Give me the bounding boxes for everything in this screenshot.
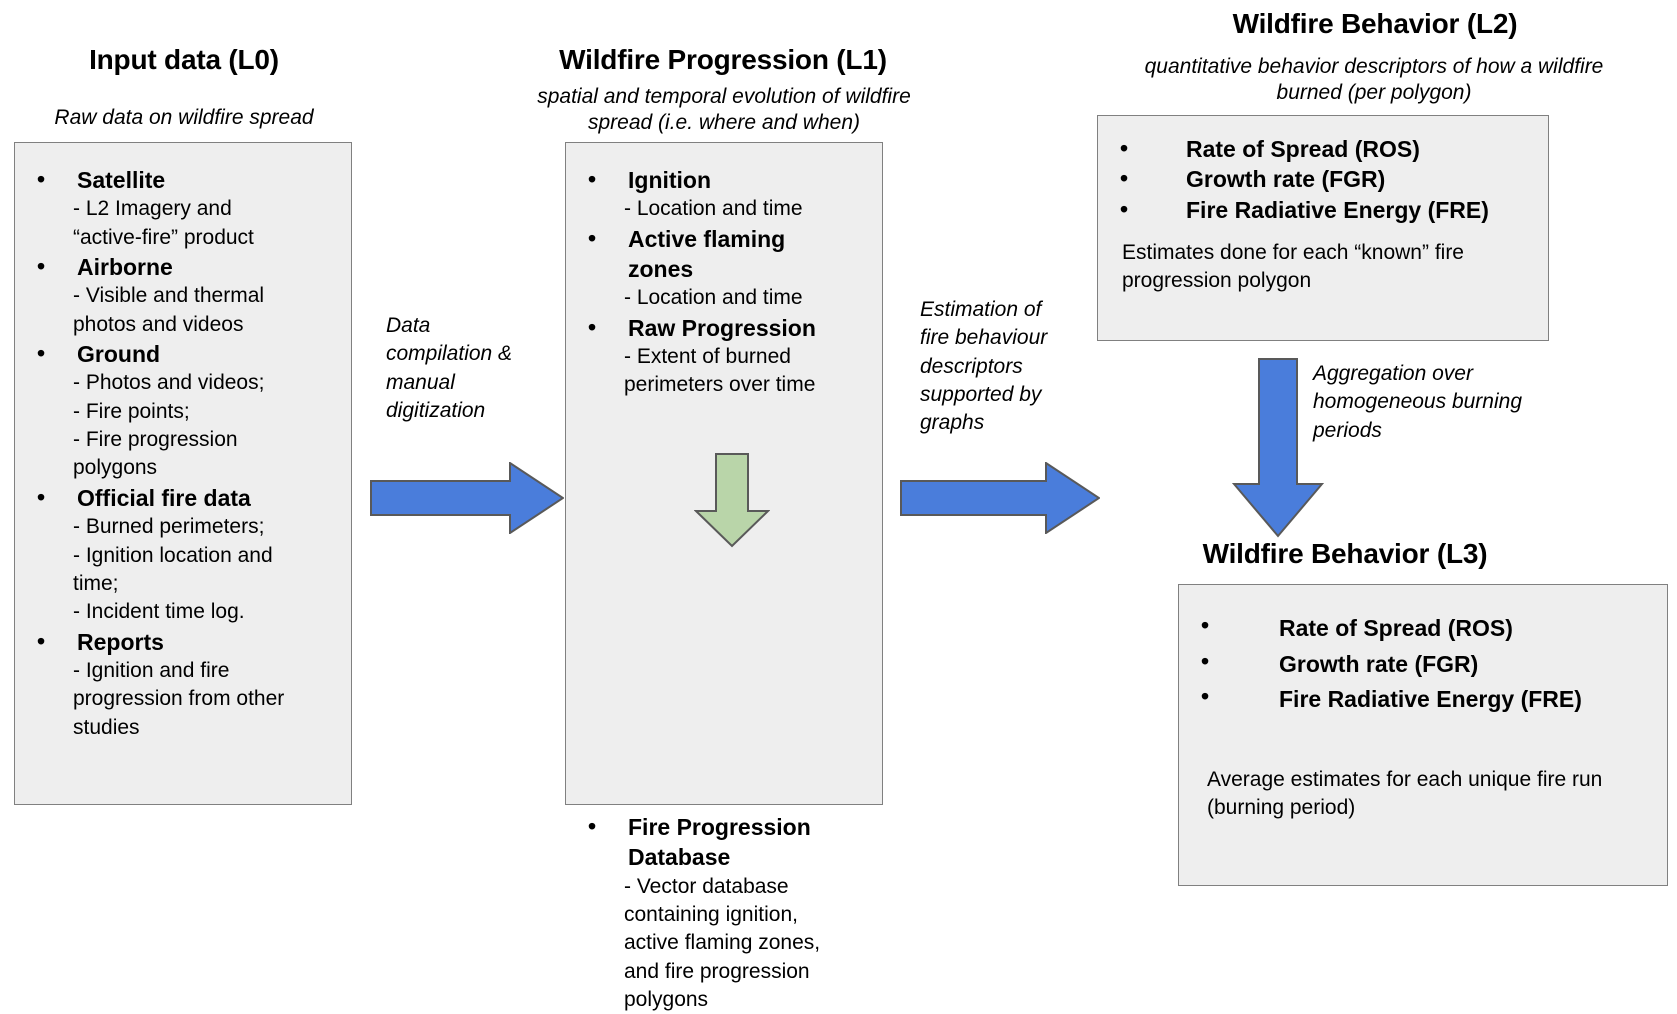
list-item: Growth rate (FGR)	[1179, 646, 1667, 683]
l0-item-line: - Ignition location and	[73, 543, 273, 567]
l0-item-heading: Satellite	[15, 164, 351, 195]
l1-item-heading: Ignition	[566, 164, 882, 195]
l1-item-heading: Active flaming zones	[566, 223, 882, 285]
l3-item: Fire Radiative Energy (FRE)	[1179, 681, 1667, 718]
l2-item: Rate of Spread (ROS)	[1098, 133, 1548, 164]
l0-panel: Satellite - L2 Imagery and “active-fire”…	[14, 142, 352, 805]
l1-title: Wildfire Progression (L1)	[559, 44, 887, 75]
list-item: Raw Progression - Extent of burned perim…	[566, 312, 882, 400]
l1-item-line: - Location and time	[624, 286, 803, 310]
l0-title: Input data (L0)	[89, 44, 279, 75]
l2-list: Rate of Spread (ROS) Growth rate (FGR) F…	[1098, 133, 1548, 225]
l1-item-line: active flaming zones,	[624, 931, 821, 955]
list-item: Rate of Spread (ROS)	[1179, 610, 1667, 647]
l1-list-bottom: Fire Progression Database - Vector datab…	[566, 811, 882, 1014]
l0-item-line: polygons	[73, 456, 158, 480]
l3-item: Rate of Spread (ROS)	[1179, 610, 1667, 647]
arrow-down-l2-to-l3	[1232, 358, 1324, 538]
list-item: Ignition - Location and time	[566, 164, 882, 224]
l1-item-heading: Raw Progression	[566, 312, 882, 343]
list-item: Ground - Photos and videos; - Fire point…	[15, 338, 351, 483]
l0-item-line: - Ignition and fire	[73, 658, 230, 682]
l3-panel: Rate of Spread (ROS) Growth rate (FGR) F…	[1178, 584, 1668, 886]
l3-title: Wildfire Behavior (L3)	[1202, 538, 1488, 569]
l0-item-line: - L2 Imagery and	[73, 197, 232, 221]
l0-item-line: studies	[73, 715, 140, 739]
arrow-right-l1-to-l2	[900, 462, 1100, 534]
l1-item-line: and fire progression	[624, 959, 810, 983]
l1-item-heading: Fire Progression Database	[566, 811, 882, 873]
l0-item-line: - Visible and thermal	[73, 284, 265, 308]
l0-item-line: “active-fire” product	[73, 225, 254, 249]
l0-item-heading: Reports	[15, 626, 351, 657]
l2-title: Wildfire Behavior (L2)	[1232, 8, 1518, 39]
list-item: Airborne - Visible and thermal photos an…	[15, 251, 351, 339]
l2-panel: Rate of Spread (ROS) Growth rate (FGR) F…	[1097, 115, 1549, 341]
l0-item-line: - Fire progression	[73, 428, 238, 452]
l0-item-line: - Incident time log.	[73, 600, 245, 624]
l0-item-line: - Burned perimeters;	[73, 515, 265, 539]
list-item: Fire Radiative Energy (FRE)	[1098, 194, 1548, 225]
l3-note: Average estimates for each unique fire r…	[1207, 767, 1603, 820]
l1-panel: Ignition - Location and time Active flam…	[565, 142, 883, 1011]
l3-list: Rate of Spread (ROS) Growth rate (FGR) F…	[1179, 610, 1667, 718]
list-item: Active flaming zones - Location and time	[566, 223, 882, 313]
arrow-down-l1-internal	[694, 453, 770, 548]
list-item: Satellite - L2 Imagery and “active-fire”…	[15, 164, 351, 252]
l0-item-line: photos and videos	[73, 312, 244, 336]
l0-subtitle: Raw data on wildfire spread	[54, 106, 314, 129]
connector-l1-l2-label: Estimation of fire behaviour descriptors…	[920, 298, 1048, 435]
l1-item-line: perimeters over time	[624, 373, 816, 397]
l1-item-line: - Location and time	[624, 197, 803, 221]
l0-item-heading: Ground	[15, 338, 351, 369]
arrow-right-l0-to-l1	[370, 462, 564, 534]
l1-item-line: - Extent of burned	[624, 345, 791, 369]
connector-l2-l3-label: Aggregation over homogeneous burning per…	[1313, 362, 1522, 442]
l1-subtitle: spatial and temporal evolution of wildfi…	[537, 85, 911, 135]
l0-item-line: progression from other	[73, 687, 285, 711]
l0-item-heading: Airborne	[15, 251, 351, 282]
l0-item-heading: Official fire data	[15, 482, 351, 513]
l2-item: Fire Radiative Energy (FRE)	[1098, 194, 1548, 225]
l1-list-top: Ignition - Location and time Active flam…	[566, 143, 882, 400]
list-item: Growth rate (FGR)	[1098, 163, 1548, 194]
l1-item-line: - Vector database	[624, 874, 789, 898]
l0-item-line: - Photos and videos;	[73, 371, 265, 395]
list-item: Fire Radiative Energy (FRE)	[1179, 681, 1667, 718]
l0-item-line: time;	[73, 571, 119, 595]
l0-list: Satellite - L2 Imagery and “active-fire”…	[15, 143, 351, 742]
list-item: Rate of Spread (ROS)	[1098, 133, 1548, 164]
l2-item: Growth rate (FGR)	[1098, 163, 1548, 194]
connector-l0-l1-label: Data compilation & manual digitization	[386, 314, 513, 423]
l3-item: Growth rate (FGR)	[1179, 646, 1667, 683]
l0-item-line: - Fire points;	[73, 399, 190, 423]
l2-subtitle: quantitative behavior descriptors of how…	[1144, 55, 1604, 105]
l1-item-line: containing ignition,	[624, 902, 798, 926]
list-item: Official fire data - Burned perimeters; …	[15, 482, 351, 627]
l1-item-line: polygons	[624, 987, 709, 1011]
list-item: Reports - Ignition and fire progression …	[15, 626, 351, 742]
list-item: Fire Progression Database - Vector datab…	[566, 811, 882, 1014]
l2-note: Estimates done for each “known” fire pro…	[1122, 241, 1464, 293]
